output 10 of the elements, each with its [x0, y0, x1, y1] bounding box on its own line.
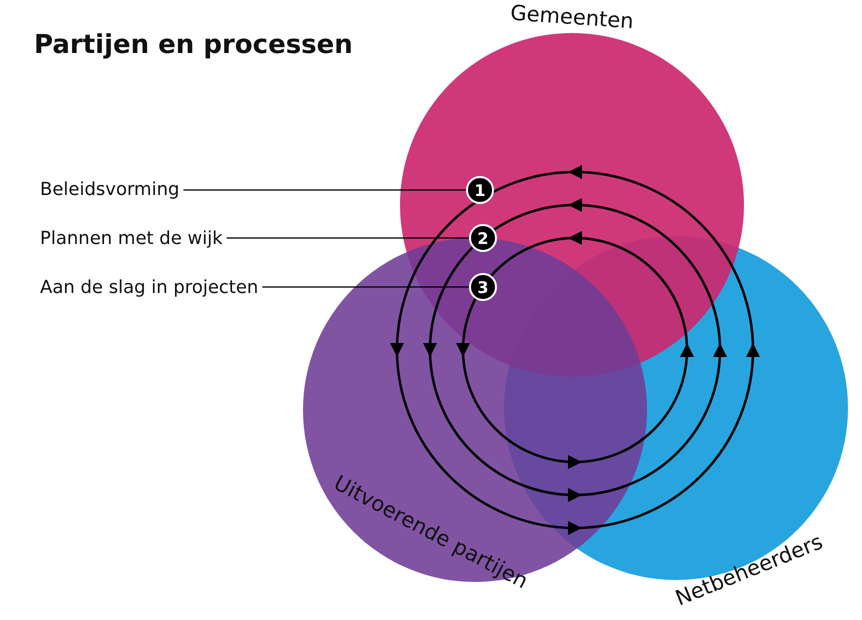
process-label: Aan de slag in projecten: [40, 277, 258, 299]
number-badge: 2: [469, 224, 497, 252]
process-label: Plannen met de wijk: [40, 228, 223, 250]
leader-line: [226, 237, 469, 239]
circle-label: Gemeenten: [510, 0, 634, 34]
diagram-title: Partijen en processen: [34, 30, 353, 60]
number-badge: 1: [466, 176, 494, 204]
leader-line: [183, 189, 466, 191]
leader-line: [262, 286, 469, 288]
process-label: Beleidsvorming: [40, 179, 180, 201]
